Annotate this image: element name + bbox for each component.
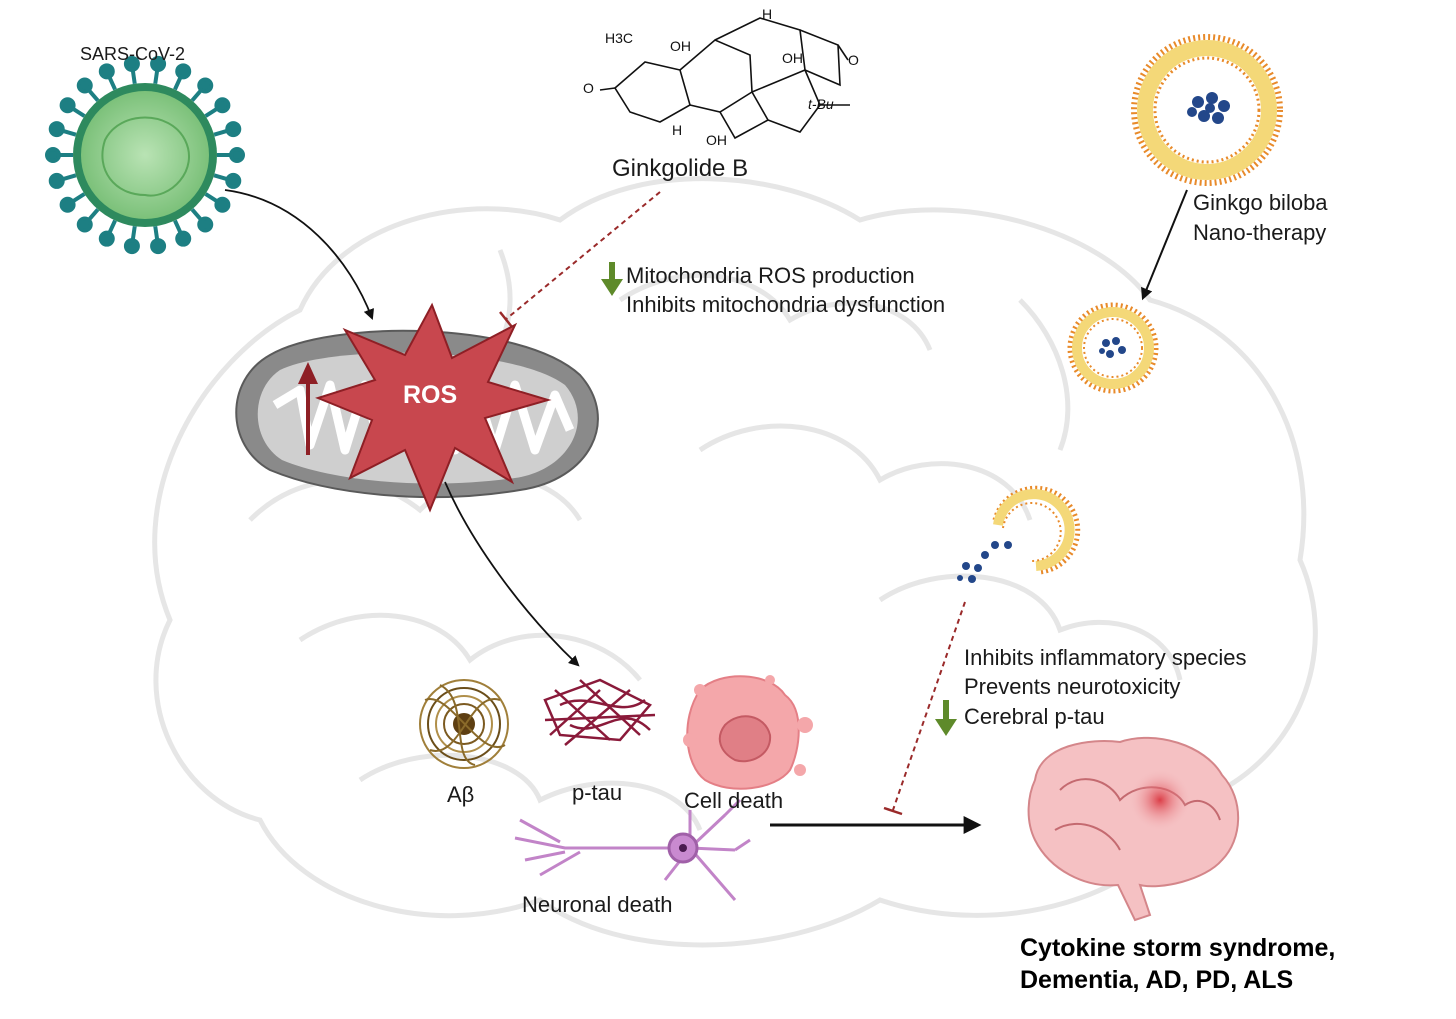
decrease-arrow-icon-2 [935, 700, 957, 736]
nano-inhibition-line [892, 601, 966, 811]
chem-oh-top-label: OH [670, 38, 691, 54]
ginkgolide-inhibition-bar [499, 311, 513, 328]
amyloid-beta-icon [419, 679, 509, 769]
nano-inhibition-bar [883, 806, 903, 816]
virus-label: SARS-CoV-2 [80, 44, 186, 64]
virus-spike-head [150, 55, 167, 72]
liposome-small-icon [1067, 302, 1159, 394]
nano-to-small-liposome-arrow [1141, 189, 1188, 301]
ginkgolide-b-structure-icon [599, 17, 850, 140]
virus-spike-head [48, 172, 65, 189]
chem-tbu-label: t-Bu [808, 96, 834, 112]
nano-label-line-1: Ginkgo biloba [1193, 190, 1328, 215]
chem-oh-right-label: OH [782, 50, 803, 66]
virus-spike-head [175, 63, 192, 80]
virus-spike-head [197, 77, 214, 94]
mito-effect-2: Inhibits mitochondria dysfunction [626, 292, 946, 317]
virus-spike-head [123, 238, 140, 255]
decrease-arrow-icon [601, 262, 623, 296]
nano-effect-2: Prevents neurotoxicity [964, 674, 1181, 699]
outcome-neuronal-death-label: Neuronal death [522, 892, 673, 917]
ginkgolide-inhibition-line [504, 191, 661, 321]
virus-spike-head [123, 55, 140, 72]
virus-spike-head [225, 121, 242, 138]
virus-spike-head [225, 172, 242, 189]
cell-death-icon [683, 675, 813, 790]
disease-line-2: Dementia, AD, PD, ALS [1020, 966, 1294, 994]
increase-arrow-icon [298, 362, 318, 455]
sars-cov-2-virus-icon [45, 55, 245, 255]
nano-effect-3: Cerebral p-tau [964, 704, 1105, 729]
virus-spike-head [59, 196, 76, 213]
nano-label-line-2: Nano-therapy [1193, 220, 1327, 245]
chem-o-right-label: O [848, 52, 859, 68]
chem-h-bottom-label: H [672, 122, 683, 138]
virus-spike-head [175, 230, 192, 247]
virus-spike-head [98, 230, 115, 247]
compound-label: Ginkgolide B [612, 155, 749, 182]
p-tau-icon [543, 678, 656, 746]
background-brain-outline [152, 176, 1318, 948]
virus-spike-head [98, 63, 115, 80]
virus-spike-head [150, 238, 167, 255]
neuron-icon [514, 798, 751, 901]
liposome-large-icon [1131, 34, 1283, 186]
ros-to-outcomes-arrow [444, 481, 580, 667]
liposome-releasing-icon [957, 485, 1081, 583]
chem-h3c-label: H3C [605, 30, 634, 46]
outcome-cell-death-label: Cell death [684, 788, 784, 813]
virus-spike-head [229, 147, 245, 163]
chem-o-left-label: O [583, 80, 594, 96]
mito-effect-1: Mitochondria ROS production [626, 263, 915, 288]
outcome-abeta-label: Aβ [447, 782, 475, 807]
virus-spike-head [76, 216, 93, 233]
ros-burst-icon [315, 302, 552, 513]
ros-label: ROS [403, 381, 458, 409]
chem-h-top-label: H [762, 6, 773, 22]
outcome-ptau-label: p-tau [572, 780, 623, 805]
chem-oh-bottom-label: OH [706, 132, 727, 148]
virus-to-ros-arrow [224, 189, 374, 321]
virus-spike-head [197, 216, 214, 233]
virus-spike-head [48, 121, 65, 138]
virus-spike-head [214, 196, 231, 213]
virus-spike-head [59, 97, 76, 114]
nano-effect-1: Inhibits inflammatory species [964, 645, 1247, 670]
virus-spike-head [45, 147, 61, 163]
disease-line-1: Cytokine storm syndrome, [1020, 934, 1336, 962]
virus-spike-head [76, 77, 93, 94]
virus-spike-head [214, 97, 231, 114]
brain-icon [1027, 736, 1240, 922]
